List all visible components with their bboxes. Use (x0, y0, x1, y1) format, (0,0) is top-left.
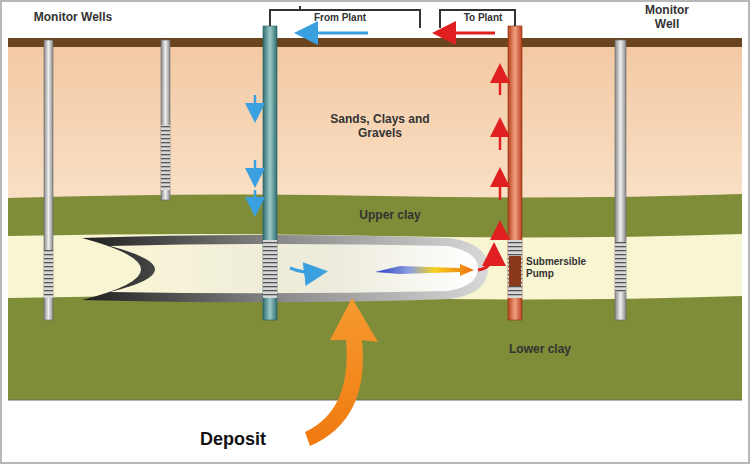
label-holder: From Plant (300, 12, 380, 24)
label-holder: Deposit (200, 428, 310, 450)
well-label: Monitor Wells (18, 10, 128, 24)
upper-clay-layer: Upper clay (340, 208, 440, 222)
flow-label: From Plant (300, 12, 380, 24)
flow-label: To Plant (448, 12, 518, 24)
label-holder: Monitor Well (632, 3, 702, 31)
well-label: Monitor Well (632, 3, 702, 31)
sands-layer: Sands, Clays and Gravels (325, 112, 435, 140)
layer-label: Sands, Clays and Gravels (325, 112, 435, 140)
pump-label: Submersible Pump (526, 256, 588, 280)
label-holder: Submersible Pump (526, 256, 588, 280)
label-holder: Monitor Wells (18, 10, 128, 24)
layer-label: Upper clay (340, 208, 440, 222)
label-holder: To Plant (448, 12, 518, 24)
deposit-label: Deposit (200, 428, 310, 450)
layer-label: Lower clay (490, 342, 590, 356)
lower-clay-layer: Lower clay (490, 342, 590, 356)
